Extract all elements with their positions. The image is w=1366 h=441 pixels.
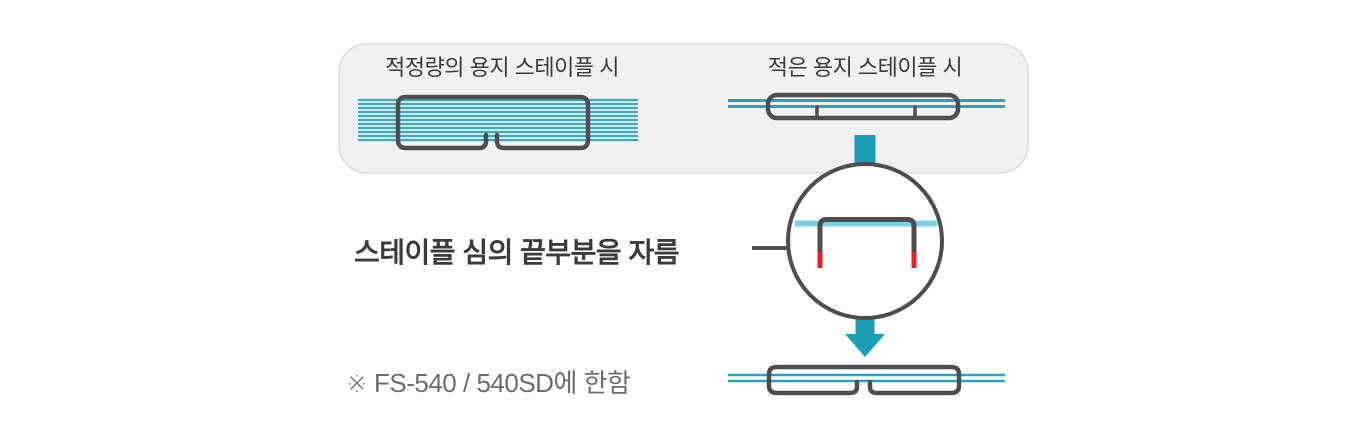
staple-leg-ticks xyxy=(815,105,917,118)
down-arrow-icon-top xyxy=(854,135,876,169)
magnifier-circle xyxy=(786,162,944,320)
callout-label: 스테이플 심의 끝부분을 자름 xyxy=(354,237,679,268)
staple-icon-result xyxy=(766,364,962,396)
staple-icon-thin-stack xyxy=(765,92,961,121)
staple-icon-magnified xyxy=(817,217,917,252)
caption-thin-stack: 적은 용지 스테이플 시 xyxy=(767,55,963,80)
footnote: ※ FS-540 / 540SD에 한함 xyxy=(346,368,631,398)
staple-icon-normal-stack xyxy=(395,94,591,151)
caption-normal-stack: 적정량의 용지 스테이플 시 xyxy=(385,55,619,80)
cut-staple-tips xyxy=(817,252,917,268)
